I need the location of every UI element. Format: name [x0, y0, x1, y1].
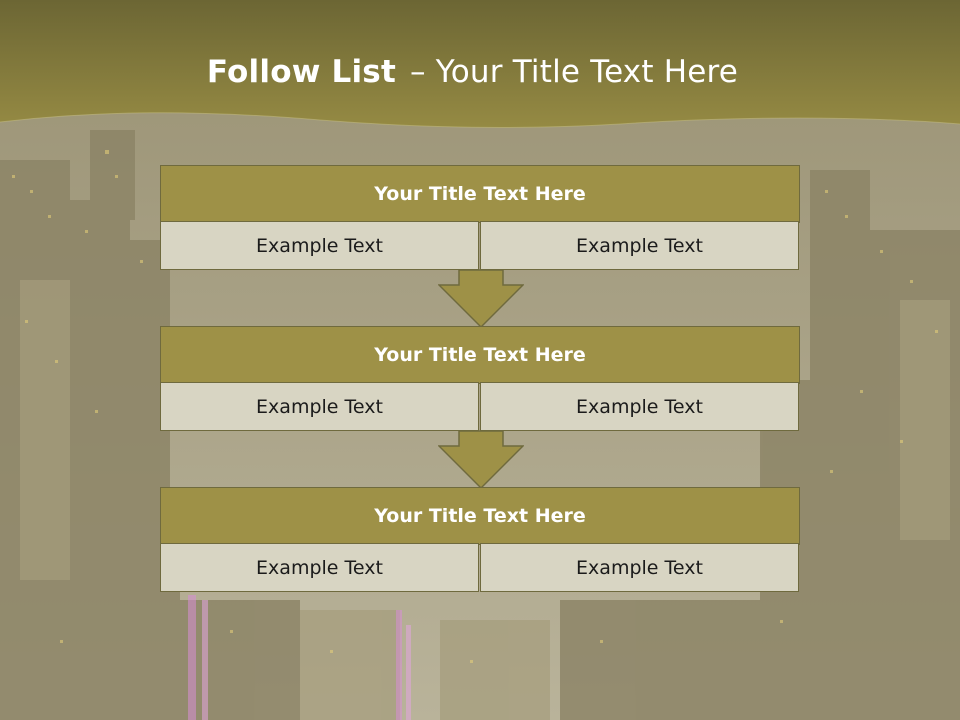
slide-title: Follow List–Your Title Text Here	[0, 54, 945, 90]
down-arrow-icon	[438, 430, 524, 490]
slide-title-rest: Your Title Text Here	[435, 54, 739, 90]
step-title: Your Title Text Here	[160, 487, 800, 545]
step-title: Your Title Text Here	[160, 165, 800, 223]
step-right-cell: Example Text	[480, 221, 799, 270]
slide-title-bold: Follow List	[206, 54, 396, 90]
step-right-cell: Example Text	[480, 382, 799, 431]
step-left-cell: Example Text	[160, 543, 479, 592]
slide-title-separator: –	[409, 54, 426, 90]
step-left-cell: Example Text	[160, 221, 479, 270]
step-title: Your Title Text Here	[160, 326, 800, 384]
down-arrow-icon	[438, 269, 524, 329]
step-right-cell: Example Text	[480, 543, 799, 592]
step-left-cell: Example Text	[160, 382, 479, 431]
